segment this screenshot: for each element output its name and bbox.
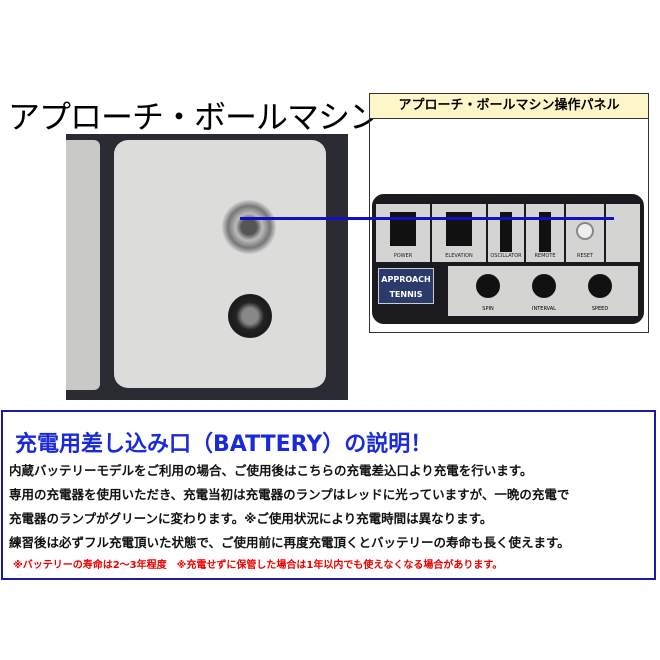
explanation-line: 専用の充電器を使用いただき、充電当初は充電器のランプはレッドに光っていますが、一…: [9, 487, 570, 502]
switch-power: POWER: [376, 204, 430, 262]
explanation-line: 内蔵バッテリーモデルをご利用の場合、ご使用後はこちらの充電差込口より充電を行いま…: [9, 463, 533, 478]
explanation-line: 充電器のランプがグリーンに変わります。※ご使用状況により充電時間は異なります。: [9, 511, 493, 526]
side-panel: [66, 140, 100, 390]
interval-knob: [532, 274, 556, 298]
control-panel: POWER ELEVATION OSCILLATOR REMOTE RESET …: [372, 194, 644, 324]
jack-area: [606, 204, 640, 262]
button-icon: [228, 294, 272, 338]
reset-button: RESET: [566, 204, 604, 262]
knob-area: SPIN INTERVAL SPEED: [448, 266, 638, 316]
connector-line: [240, 217, 614, 220]
speed-knob: [588, 274, 612, 298]
switch-elevation: ELEVATION: [432, 204, 486, 262]
main-panel: [114, 140, 326, 388]
switch-remote: REMOTE: [526, 204, 564, 262]
panel-header: アプローチ・ボールマシン操作パネル: [370, 94, 648, 119]
page-title: アプローチ・ボールマシン: [8, 98, 381, 136]
battery-note: ※バッテリーの寿命は2～3年程度 ※充電せずに保管した場合は1年以内でも使えなく…: [13, 560, 503, 571]
explanation-title: 充電用差し込み口（BATTERY）の説明！: [15, 432, 433, 457]
explanation-line: 練習後は必ずフル充電頂いた状態で、ご使用前に再度充電頂くとバッテリーの寿命も長く…: [9, 535, 570, 550]
switch-oscillator: OSCILLATOR: [488, 204, 524, 262]
battery-jack-icon: [222, 200, 276, 254]
explanation-box: 充電用差し込み口（BATTERY）の説明！ 内蔵バッテリーモデルをご利用の場合、…: [1, 410, 656, 580]
machine-photo: [66, 134, 348, 400]
control-panel-box: アプローチ・ボールマシン操作パネル POWER ELEVATION OSCILL…: [369, 93, 649, 333]
spin-knob: [476, 274, 500, 298]
